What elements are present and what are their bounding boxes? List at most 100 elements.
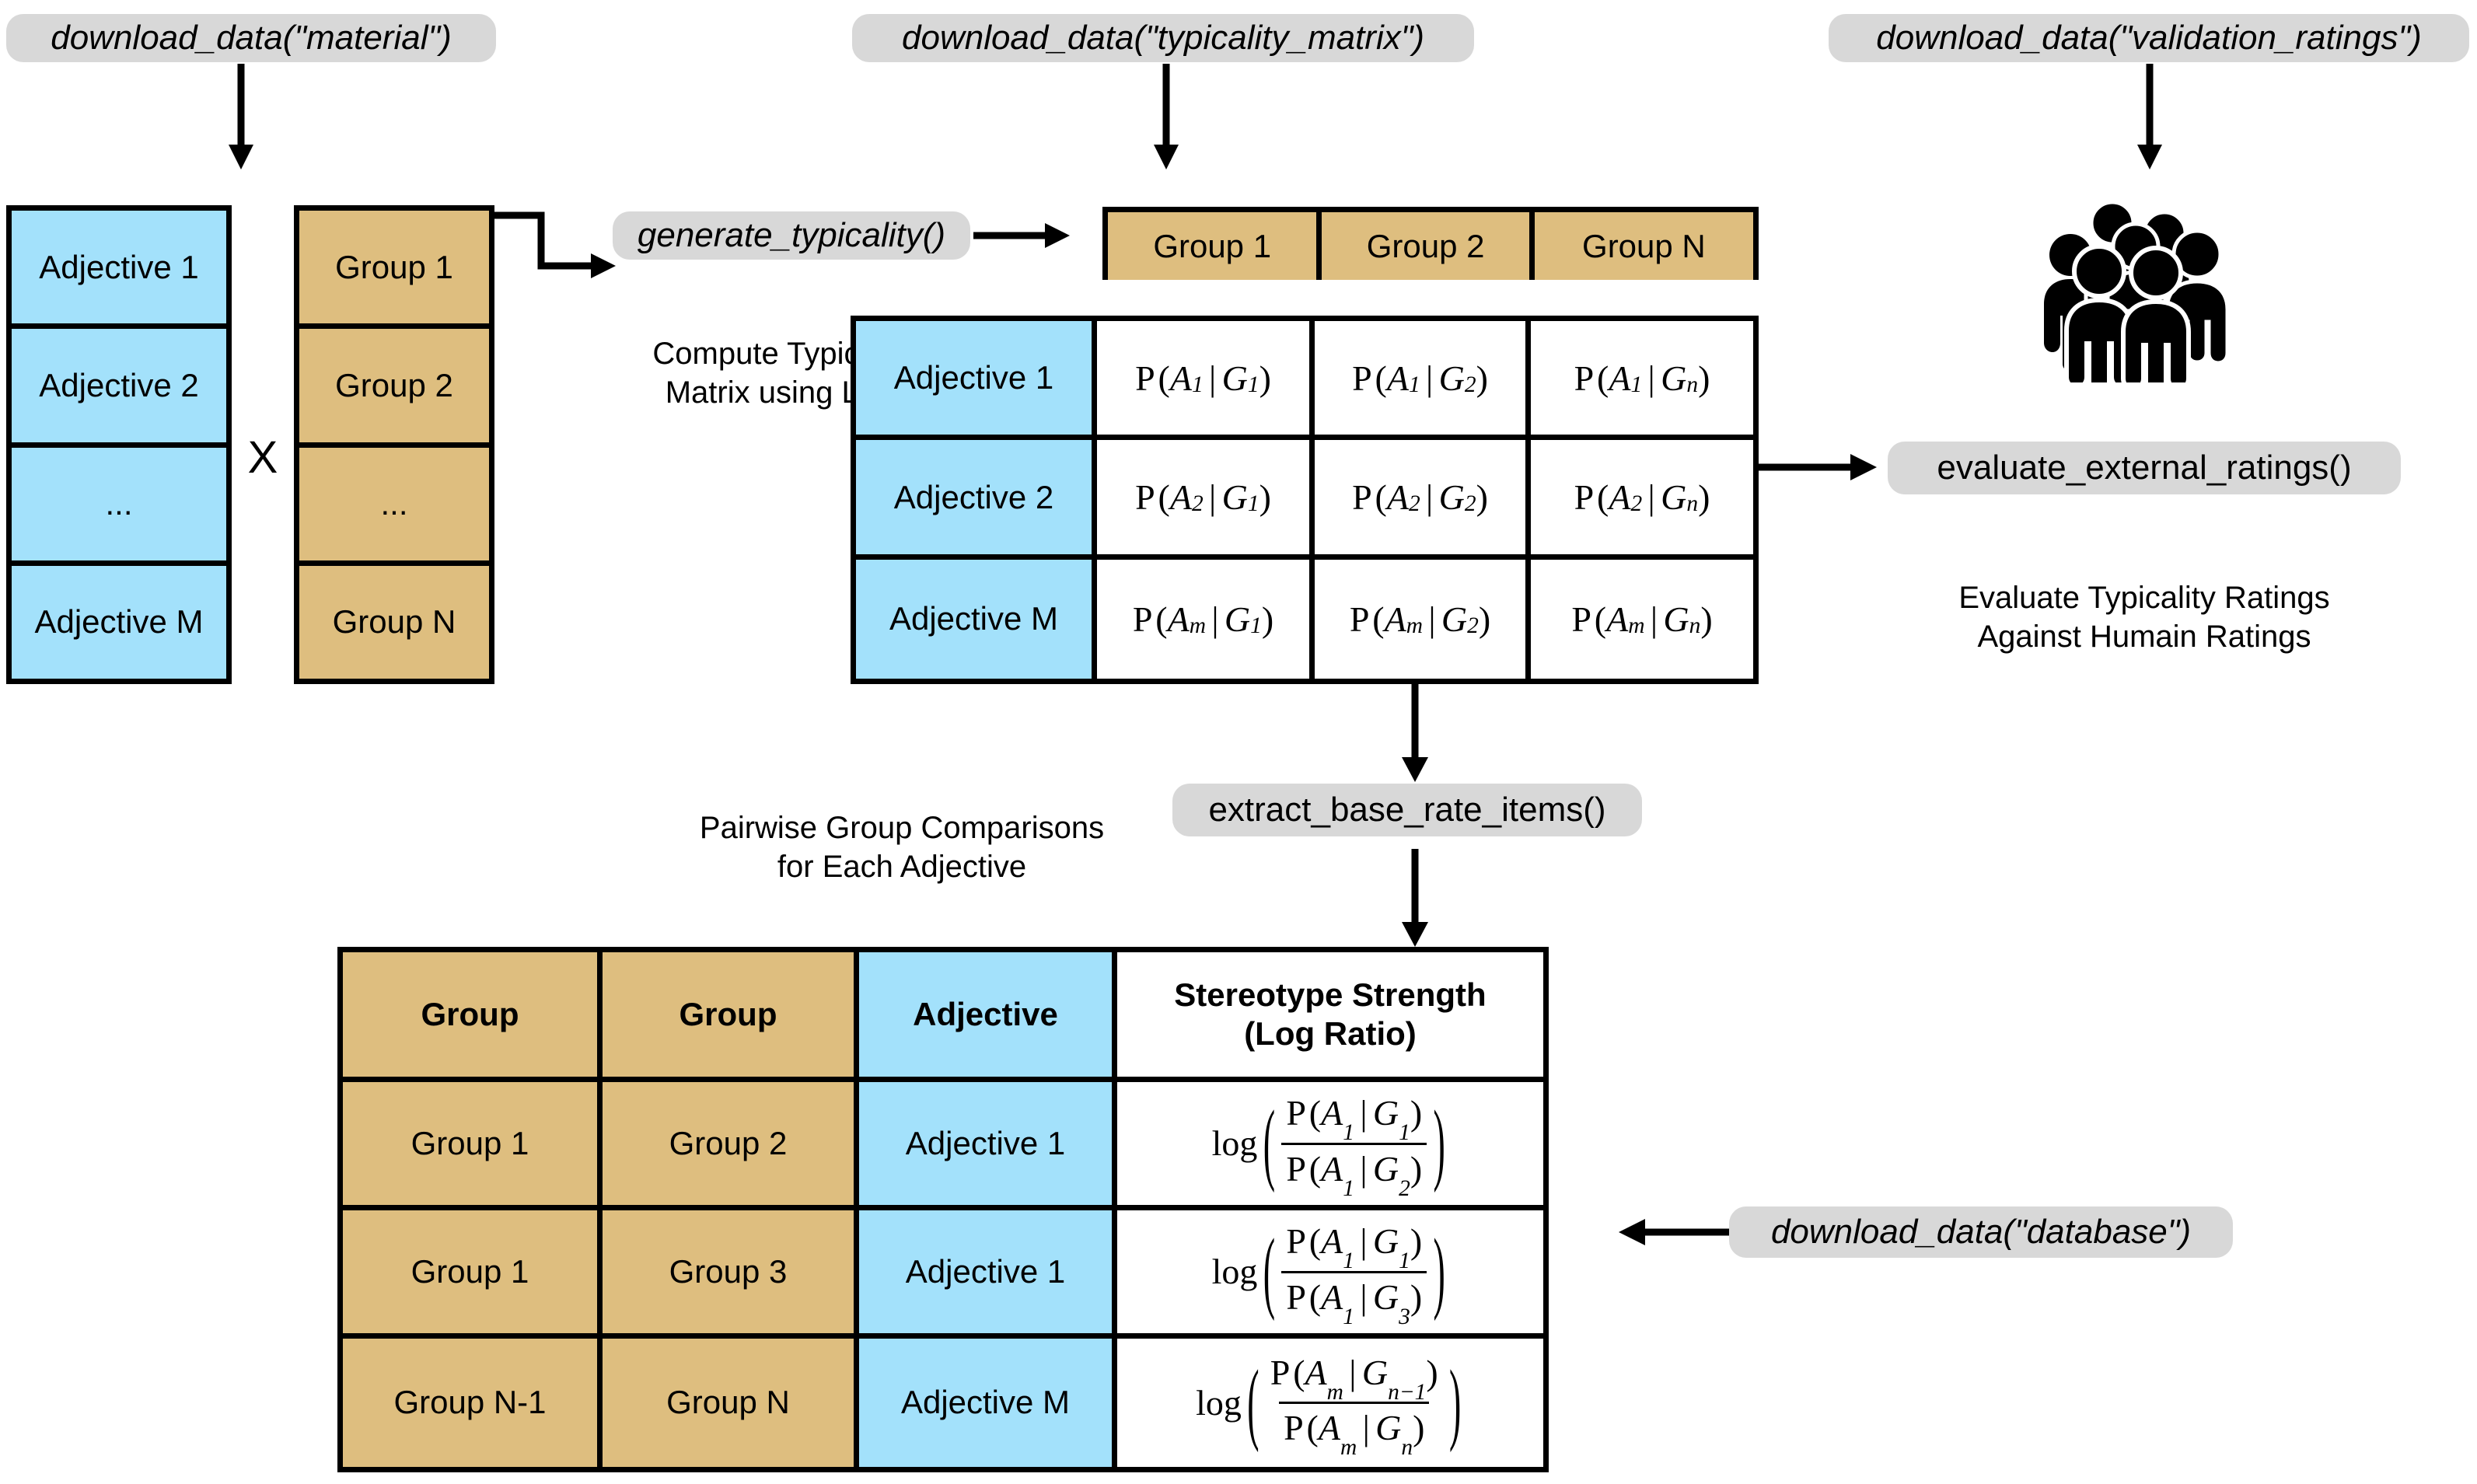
pill-evaluate-external-ratings-label: evaluate_external_ratings(): [1937, 448, 2352, 487]
arrow-generate-to-matrix: [973, 223, 1070, 248]
group-cell-label: ...: [380, 485, 408, 522]
table-cell-label: Group 3: [669, 1252, 788, 1290]
table-header-cell: Adjective: [859, 952, 1117, 1077]
log-ratio-expression: log( P (A1|G1) P (A1|G2) ): [1211, 1091, 1445, 1201]
pill-download-typicality-matrix[interactable]: download_data("typicality_matrix"): [852, 14, 1474, 62]
adjective-cell-label: Adjective M: [34, 603, 204, 641]
table-header-cell: Group: [343, 952, 603, 1077]
table-row: Group N-1 Group N Adjective M log( P (Am…: [343, 1339, 1543, 1467]
caption-pairwise-comparisons-text: Pairwise Group Comparisons for Each Adje…: [699, 811, 1105, 884]
table-cell-adjective: Adjective 1: [859, 1082, 1117, 1206]
table-cell-group-a: Group N-1: [343, 1339, 603, 1467]
table-cell-adjective: Adjective 1: [859, 1210, 1117, 1334]
pill-evaluate-external-ratings[interactable]: evaluate_external_ratings(): [1888, 442, 2401, 494]
arrow-material-down: [229, 64, 253, 169]
pill-extract-base-rate-items[interactable]: extract_base_rate_items(): [1172, 784, 1642, 836]
table-cell-label: Group N: [666, 1384, 790, 1421]
group-cell-label: Group 2: [335, 366, 453, 403]
table-cell-adjective: Adjective M: [859, 1339, 1117, 1467]
results-table: Group Group Adjective Stereotype Strengt…: [337, 947, 1549, 1472]
table-row: Group 1 Group 3 Adjective 1 log( P (A1|G…: [343, 1210, 1543, 1339]
matrix-row-header: Adjective 2: [856, 440, 1097, 554]
adjective-cell: ...: [12, 447, 226, 566]
pill-extract-base-rate-items-label: extract_base_rate_items(): [1208, 790, 1606, 829]
table-cell-label: Group 1: [411, 1124, 529, 1161]
log-ratio-expression: log( P (A1|G1) P (A1|G3) ): [1211, 1220, 1445, 1329]
adjective-cell: Adjective 1: [12, 211, 226, 330]
adjective-cell-label: Adjective 2: [39, 366, 199, 403]
pill-download-database-label: download_data("database"): [1770, 1212, 2192, 1251]
matrix-row-header-label: Adjective 1: [893, 359, 1054, 396]
cross-product-label: X: [247, 432, 278, 483]
pill-generate-typicality[interactable]: generate_typicality(): [613, 211, 970, 260]
arrow-typicality-matrix-down: [1154, 64, 1179, 169]
matrix-row-header: Adjective M: [856, 559, 1097, 679]
table-cell-label: Adjective 1: [905, 1124, 1066, 1161]
table-cell-label: Group N-1: [393, 1384, 547, 1421]
adjective-cell-label: ...: [105, 485, 133, 522]
arrow-validation-ratings-down: [2137, 64, 2162, 169]
group-cell: ...: [299, 447, 489, 566]
caption-evaluate-ratings-text: Evaluate Typicality Ratings Against Huma…: [1958, 581, 2330, 654]
adjective-column: Adjective 1 Adjective 2 ... Adjective M: [6, 205, 232, 684]
arrow-groups-to-generate: [494, 211, 616, 278]
pill-download-validation-ratings[interactable]: download_data("validation_ratings"): [1829, 14, 2469, 62]
table-header-cell: Group: [603, 952, 859, 1077]
pill-download-typicality-matrix-label: download_data("typicality_matrix"): [902, 18, 1424, 57]
table-cell-group-b: Group N: [603, 1339, 859, 1467]
table-header-label: Group: [421, 995, 519, 1032]
table-cell-group-b: Group 3: [603, 1210, 859, 1334]
arrow-database-to-results: [1619, 1219, 1748, 1245]
crowd-people-icon: [2021, 196, 2247, 415]
arrow-extract-to-results: [1402, 849, 1428, 947]
log-ratio-expression: log( P (Am|Gn−1) P (Am|Gn) ): [1196, 1351, 1462, 1461]
group-cell-label: Group N: [332, 603, 456, 641]
arrow-matrix-to-extract: [1402, 684, 1428, 782]
pill-download-material[interactable]: download_data("material"): [6, 14, 496, 62]
matrix-row-header-label: Adjective 2: [893, 478, 1054, 515]
table-cell-log-ratio: log( P (A1|G1) P (A1|G3) ): [1117, 1210, 1543, 1334]
table-header-label: Stereotype Strength (Log Ratio): [1174, 976, 1487, 1052]
matrix-column-header: Group 1: [1108, 212, 1322, 280]
adjective-cell-label: Adjective 1: [39, 248, 199, 285]
table-cell-log-ratio: log( P (A1|G1) P (A1|G2) ): [1117, 1082, 1543, 1206]
table-cell-group-a: Group 1: [343, 1082, 603, 1206]
arrow-matrix-to-evaluate: [1759, 454, 1877, 480]
matrix-row-header-label: Adjective M: [889, 600, 1059, 637]
adjective-cell: Adjective M: [12, 565, 226, 679]
matrix-column-header-row: Group 1 Group 2 Group N: [1102, 207, 1759, 280]
caption-evaluate-ratings: Evaluate Typicality Ratings Against Huma…: [1903, 539, 2385, 656]
matrix-row-header: Adjective 1: [856, 321, 1097, 435]
table-cell-group-b: Group 2: [603, 1082, 859, 1206]
pill-download-database[interactable]: download_data("database"): [1729, 1206, 2233, 1258]
table-cell-group-a: Group 1: [343, 1210, 603, 1334]
group-cell: Group 1: [299, 211, 489, 330]
adjective-cell: Adjective 2: [12, 329, 226, 448]
group-column: Group 1 Group 2 ... Group N: [294, 205, 494, 684]
group-cell-label: Group 1: [335, 248, 453, 285]
table-header-cell: Stereotype Strength (Log Ratio): [1117, 952, 1543, 1077]
pill-download-material-label: download_data("material"): [51, 18, 452, 57]
